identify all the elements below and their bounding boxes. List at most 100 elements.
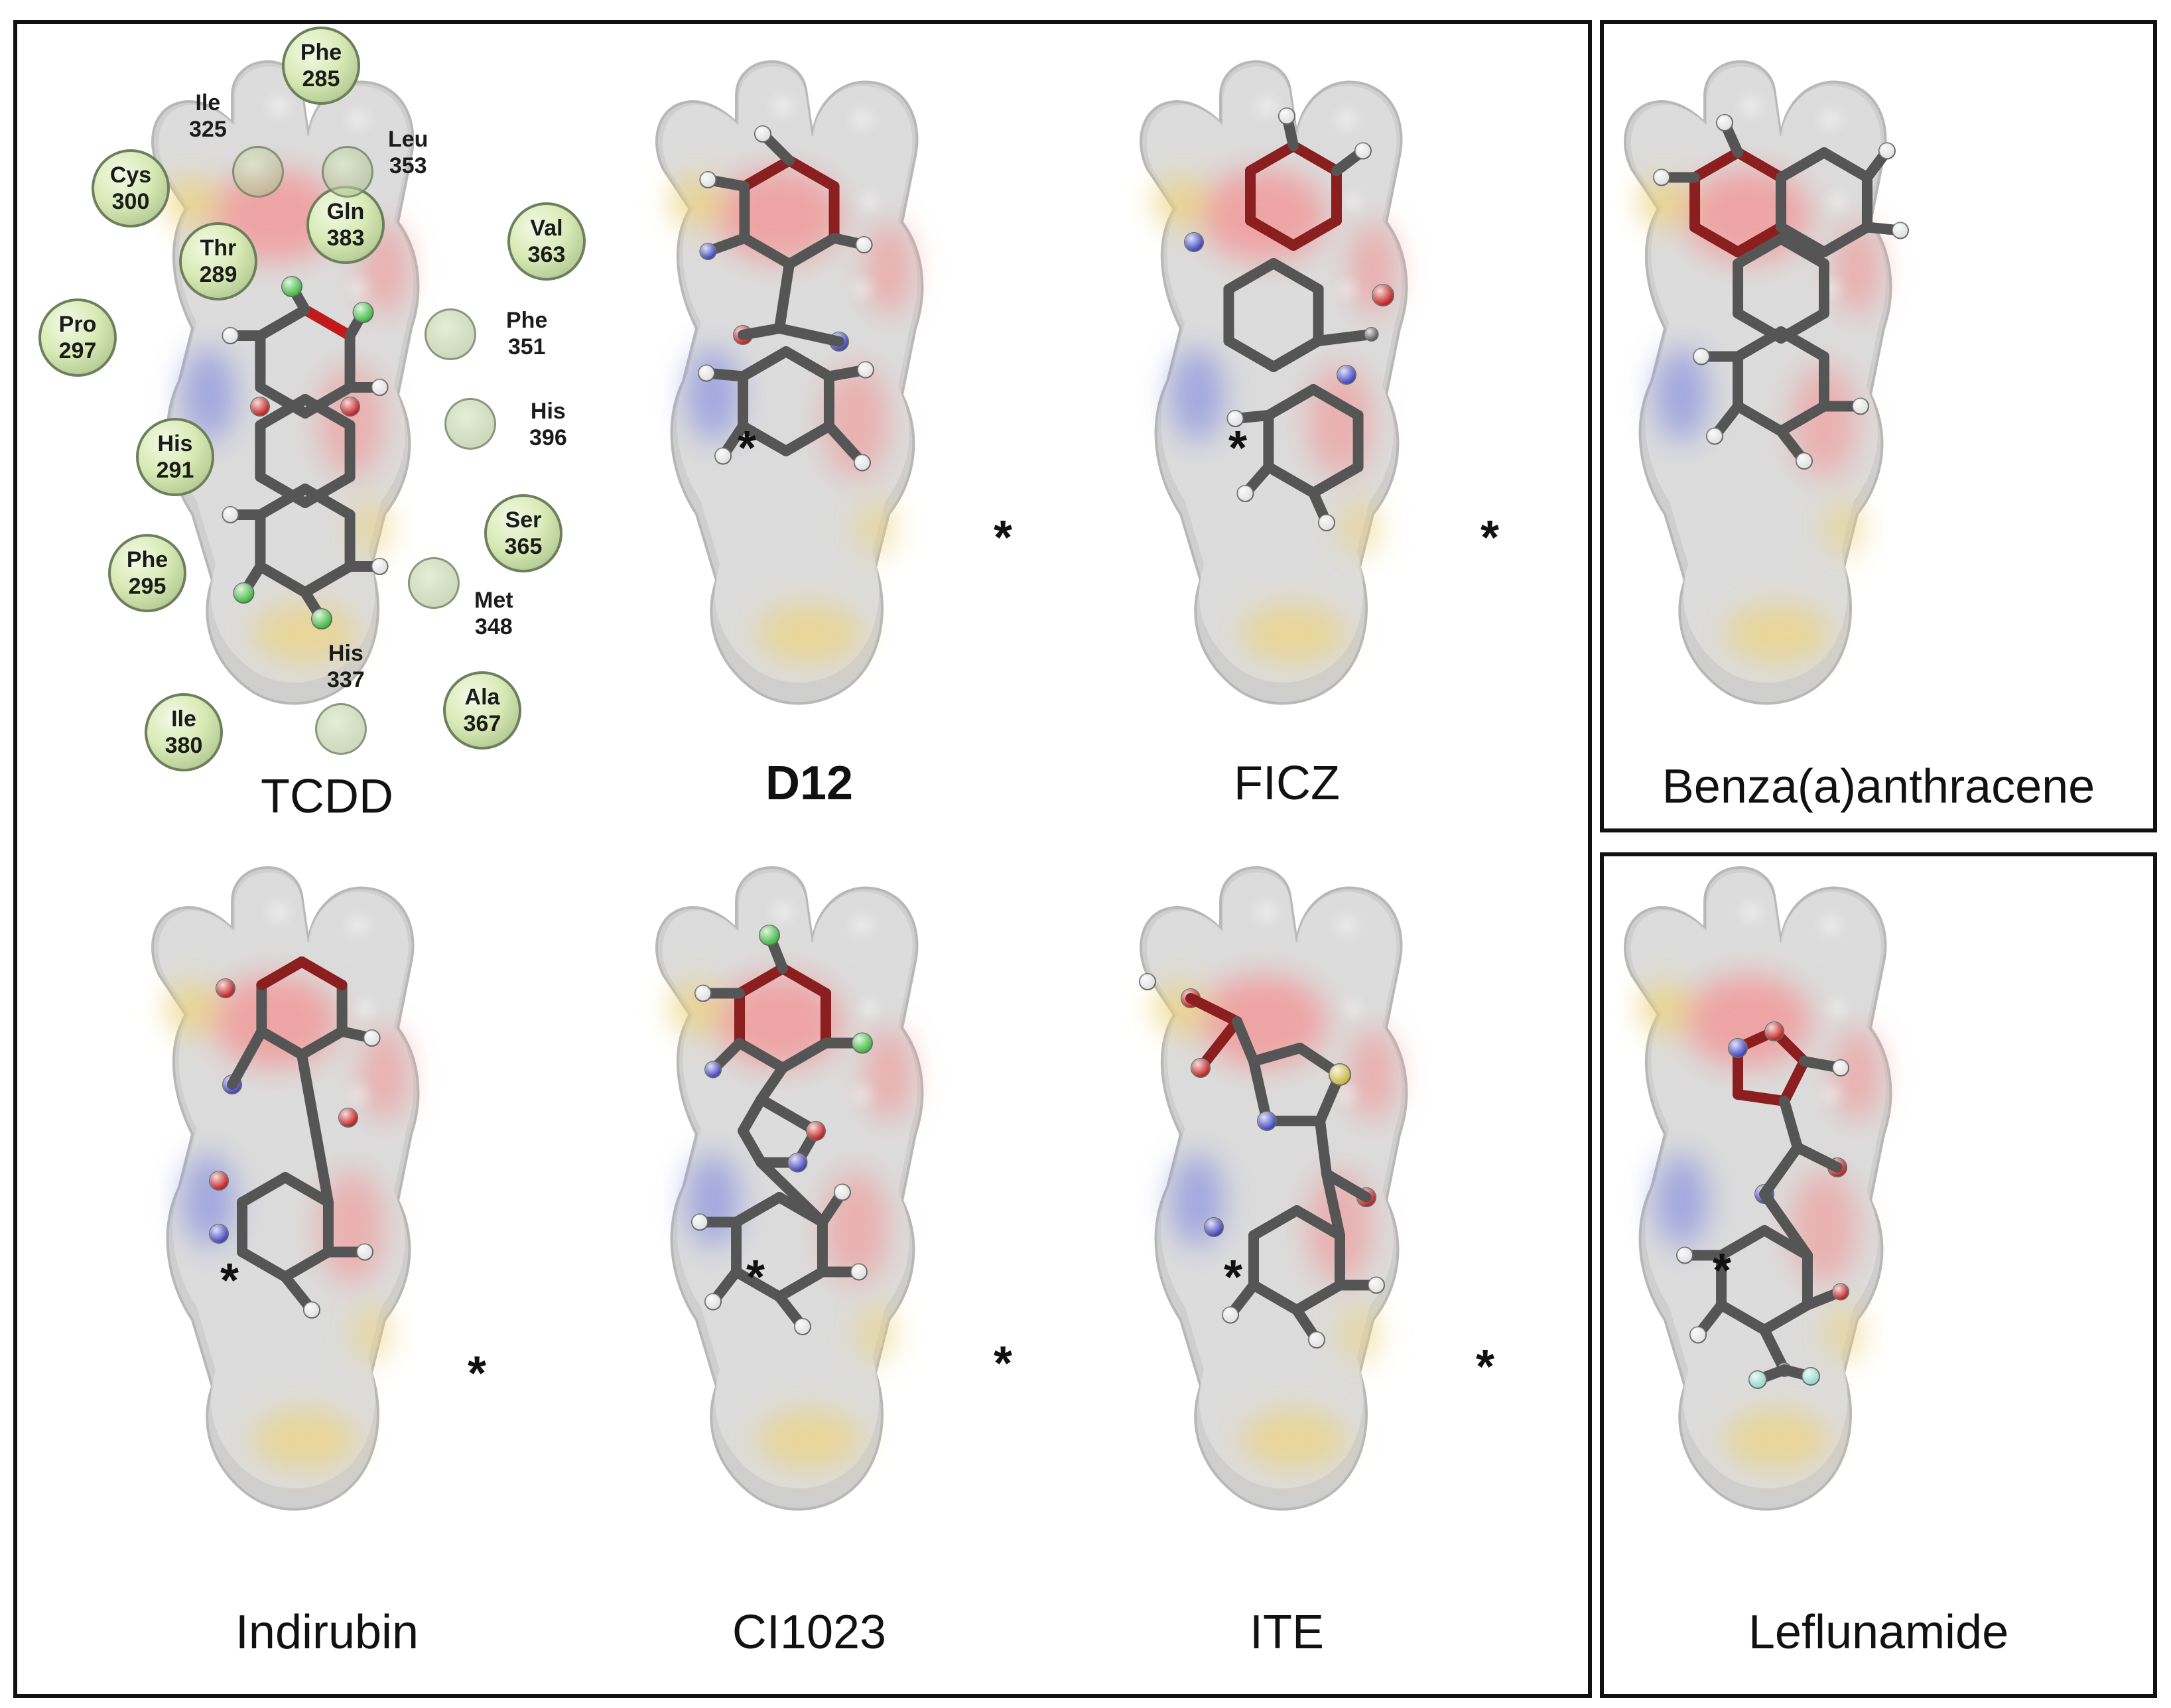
bond xyxy=(1716,1225,1770,1261)
bond xyxy=(1291,1280,1345,1315)
atom-highlight xyxy=(341,397,360,416)
atom-highlight xyxy=(1364,328,1378,341)
atom-highlight xyxy=(1677,1247,1693,1264)
ligand-ci1023 xyxy=(691,925,873,1335)
residue-name: Thr xyxy=(200,235,237,261)
bond xyxy=(1291,1205,1345,1241)
marker-ci1023-left: * xyxy=(746,1251,765,1304)
atom-highlight xyxy=(233,583,254,603)
bond xyxy=(280,1246,334,1282)
atom-highlight xyxy=(856,237,872,253)
bond xyxy=(1315,1116,1332,1179)
residue-ser-365: Ser 365 xyxy=(484,494,562,572)
bond xyxy=(781,346,834,382)
atom-highlight xyxy=(1191,1059,1210,1077)
bond xyxy=(1689,147,1743,183)
bond xyxy=(256,956,307,990)
atom-highlight xyxy=(1852,398,1869,415)
ligand-indirubin xyxy=(209,956,381,1319)
residue-thr-289: Thr 289 xyxy=(179,222,257,300)
bond xyxy=(1759,1189,1813,1261)
residue-name: Phe xyxy=(506,308,548,333)
bond xyxy=(1733,326,1786,362)
ligand-tcdd xyxy=(222,276,389,629)
bond xyxy=(738,421,791,456)
atom-highlight xyxy=(695,985,712,1002)
ligand-benza xyxy=(1653,114,1909,470)
bond xyxy=(227,1026,267,1090)
caption-ci1023: CI1023 xyxy=(732,1606,887,1659)
bond xyxy=(734,963,788,999)
bond xyxy=(296,1026,348,1060)
bond xyxy=(1776,326,1829,362)
residue-number: 396 xyxy=(529,425,567,450)
bond xyxy=(1263,384,1319,421)
residue-name: Ile xyxy=(171,706,196,732)
atom-highlight xyxy=(692,1214,708,1230)
atom-highlight xyxy=(1222,1307,1239,1323)
bond xyxy=(738,1094,767,1136)
atom-highlight xyxy=(339,1108,358,1127)
residue-sphere-met-348 xyxy=(408,557,460,609)
residue-number: 285 xyxy=(302,66,340,92)
residue-name: Ala xyxy=(464,685,500,710)
atom-highlight xyxy=(715,448,732,464)
bond xyxy=(237,1172,291,1208)
atom-highlight xyxy=(1185,233,1203,251)
bond xyxy=(1759,1142,1803,1199)
residue-val-363: Val 363 xyxy=(507,202,586,281)
atom-highlight xyxy=(852,1033,872,1053)
residue-number: 380 xyxy=(164,733,203,758)
bond xyxy=(1779,1056,1809,1106)
bond xyxy=(1245,141,1299,176)
atom-highlight xyxy=(1372,285,1394,306)
atom-highlight xyxy=(363,1030,380,1046)
atom-highlight xyxy=(1329,1064,1350,1085)
residue-number: 300 xyxy=(111,189,150,214)
bond xyxy=(1308,462,1364,498)
residue-ile-325: Ile 325 xyxy=(189,90,227,143)
residue-name: Ile xyxy=(195,90,221,115)
bond xyxy=(1733,1089,1790,1106)
atom-highlight xyxy=(1205,1218,1223,1236)
atom-highlight xyxy=(222,507,239,523)
bond xyxy=(777,963,831,999)
bond xyxy=(738,346,791,382)
atom-highlight xyxy=(356,1244,373,1260)
residue-name: Phe xyxy=(126,547,168,572)
atom-highlight xyxy=(1707,428,1723,444)
atom-highlight xyxy=(1654,169,1670,186)
atom-highlight xyxy=(705,1293,722,1310)
bond xyxy=(738,323,785,340)
marker-ite-right: * xyxy=(1476,1341,1495,1394)
atom-highlight xyxy=(216,979,235,998)
atom-highlight xyxy=(222,328,239,344)
residue-name: His xyxy=(530,399,566,424)
bond xyxy=(731,1266,785,1302)
residue-name: Val xyxy=(530,216,563,241)
atom-highlight xyxy=(788,1153,807,1172)
residue-name: Pro xyxy=(58,312,97,337)
atom-highlight xyxy=(282,277,302,296)
atom-highlight xyxy=(1796,453,1812,469)
bond xyxy=(1776,401,1829,436)
bond xyxy=(1733,222,1786,257)
bond xyxy=(1776,222,1829,257)
binding-pocket-indirubin xyxy=(153,868,418,1510)
caption-tcdd: TCDD xyxy=(261,770,393,823)
atom-highlight xyxy=(854,454,870,471)
bond xyxy=(255,561,310,598)
marker-ite-left: * xyxy=(1224,1251,1243,1304)
ligand-leflunamide xyxy=(1676,1021,1849,1389)
marker-indirubin-right: * xyxy=(468,1347,487,1400)
atom-highlight xyxy=(1802,1368,1819,1385)
bond xyxy=(1779,1096,1803,1153)
atom-highlight xyxy=(1878,143,1895,159)
bond xyxy=(1268,336,1324,372)
bond xyxy=(756,1094,821,1136)
residue-ala-367: Ala 367 xyxy=(443,671,521,750)
bond xyxy=(1759,1299,1813,1335)
residue-met-348: Met 348 xyxy=(474,587,513,640)
atom-highlight xyxy=(1319,515,1335,531)
residue-number: 325 xyxy=(189,117,227,142)
